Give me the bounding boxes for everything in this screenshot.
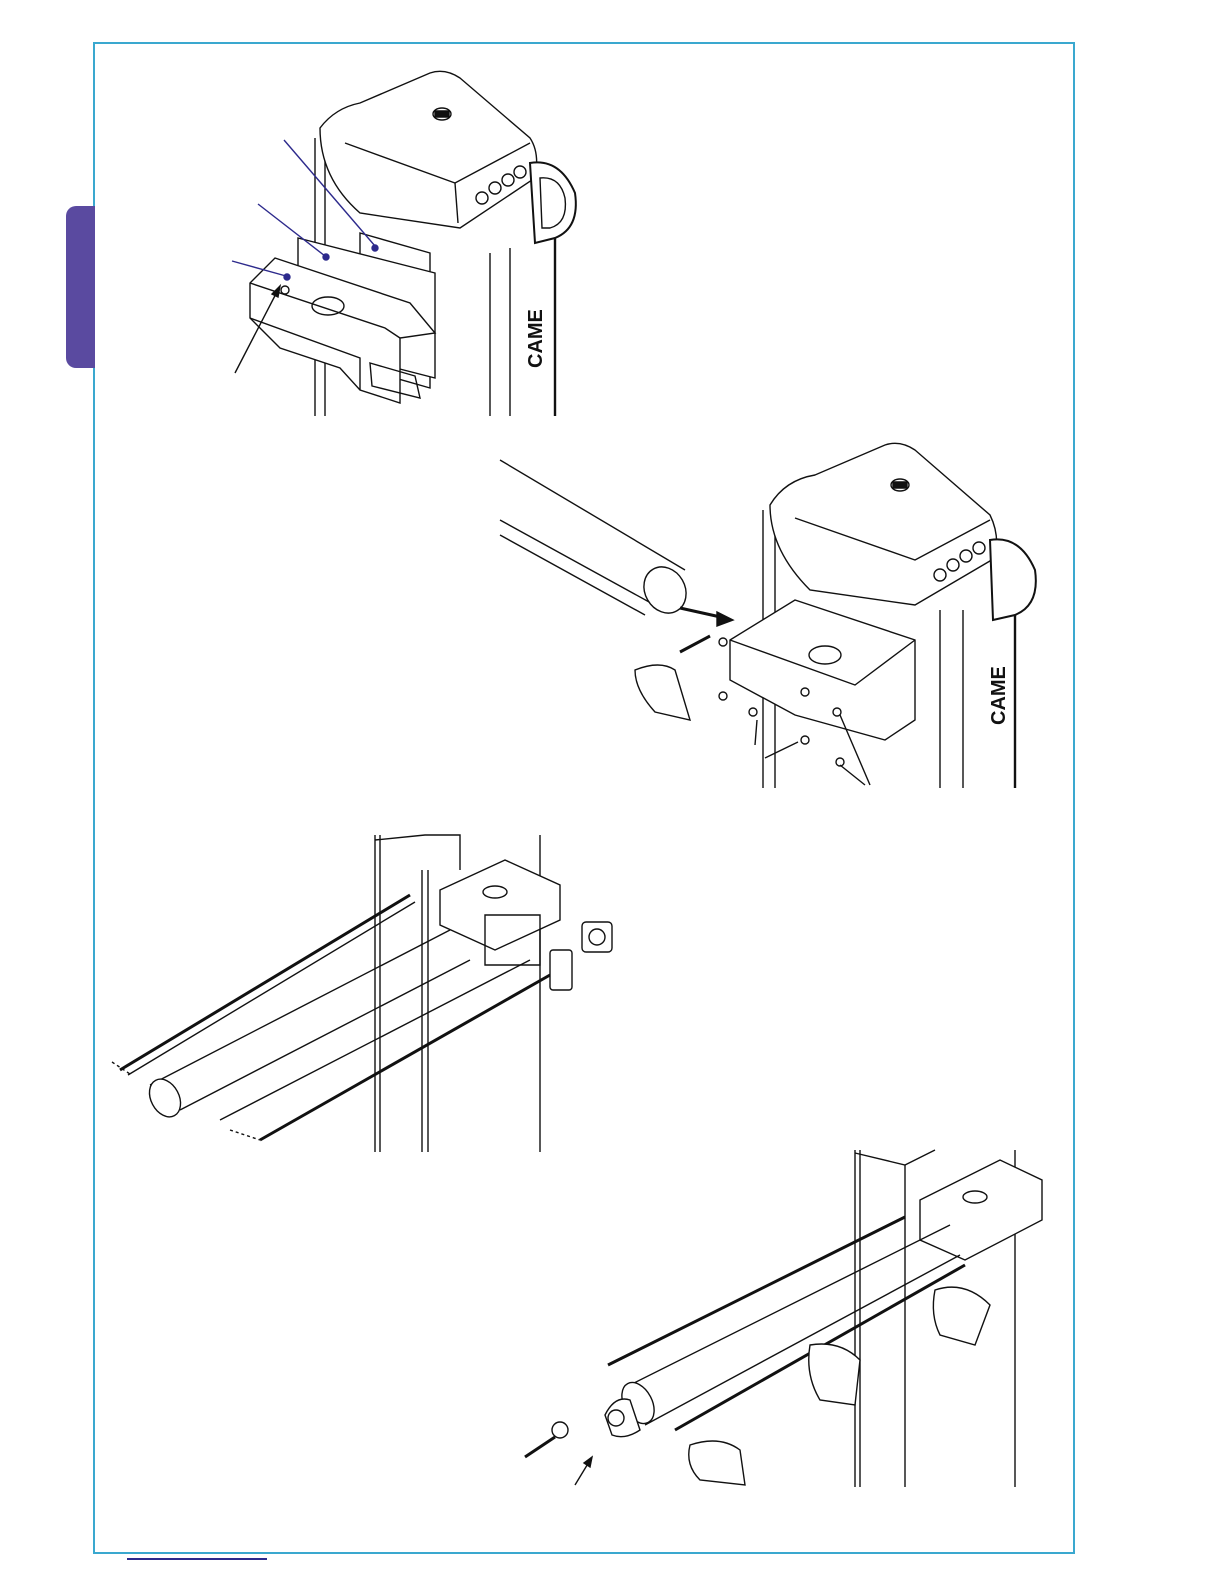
brand-logo-1: CAME xyxy=(525,309,547,368)
boom-rails-figure xyxy=(110,830,620,1155)
section-tab xyxy=(66,206,95,368)
end-cap-figure xyxy=(520,1145,1045,1490)
footer-rule xyxy=(127,1558,267,1560)
brand-logo-2: CAME xyxy=(988,666,1010,725)
boom-attach-figure: CAME xyxy=(495,440,1040,790)
bracket-assembly-figure: CAME xyxy=(220,68,600,418)
